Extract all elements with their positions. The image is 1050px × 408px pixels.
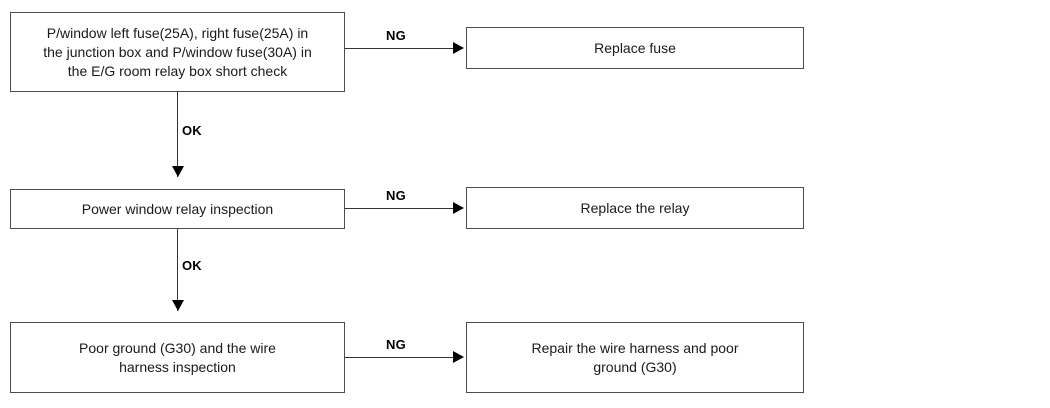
node-replace-the-relay: Replace the relay [466,187,804,229]
node-repair-wire-harness-poor-ground: Repair the wire harness and poor ground … [466,322,804,393]
edge-label-ng-3: NG [386,337,406,352]
edge-fuse-check-to-replace-fuse [345,48,456,49]
edge-relay-check-to-replace-relay [345,208,456,209]
node-power-window-relay-inspection-label: Power window relay inspection [81,200,274,217]
node-fuse-short-check: P/window left fuse(25A), right fuse(25A)… [10,12,345,92]
edge-label-ok-1: OK [182,123,202,138]
edge-label-ok-2: OK [182,258,202,273]
arrowhead-right-icon [453,42,464,54]
node-replace-the-relay-label: Replace the relay [580,199,690,216]
node-repair-wire-harness-poor-ground-label: Repair the wire harness and poor ground … [531,339,739,375]
edge-ground-check-to-repair-harness [345,357,456,358]
node-replace-fuse: Replace fuse [466,27,804,69]
node-poor-ground-harness-inspection-label: Poor ground (G30) and the wire harness i… [79,339,276,375]
node-poor-ground-harness-inspection: Poor ground (G30) and the wire harness i… [10,322,345,393]
edge-label-ng-1: NG [386,28,406,43]
node-power-window-relay-inspection: Power window relay inspection [10,189,345,229]
edge-fuse-check-to-relay-check [177,92,178,177]
edge-relay-check-to-ground-check [177,229,178,311]
arrowhead-down-icon [172,300,184,311]
node-fuse-short-check-label: P/window left fuse(25A), right fuse(25A)… [43,24,312,79]
arrowhead-down-icon [172,166,184,177]
arrowhead-right-icon [453,351,464,363]
arrowhead-right-icon [453,202,464,214]
edge-label-ng-2: NG [386,188,406,203]
node-replace-fuse-label: Replace fuse [594,39,676,56]
